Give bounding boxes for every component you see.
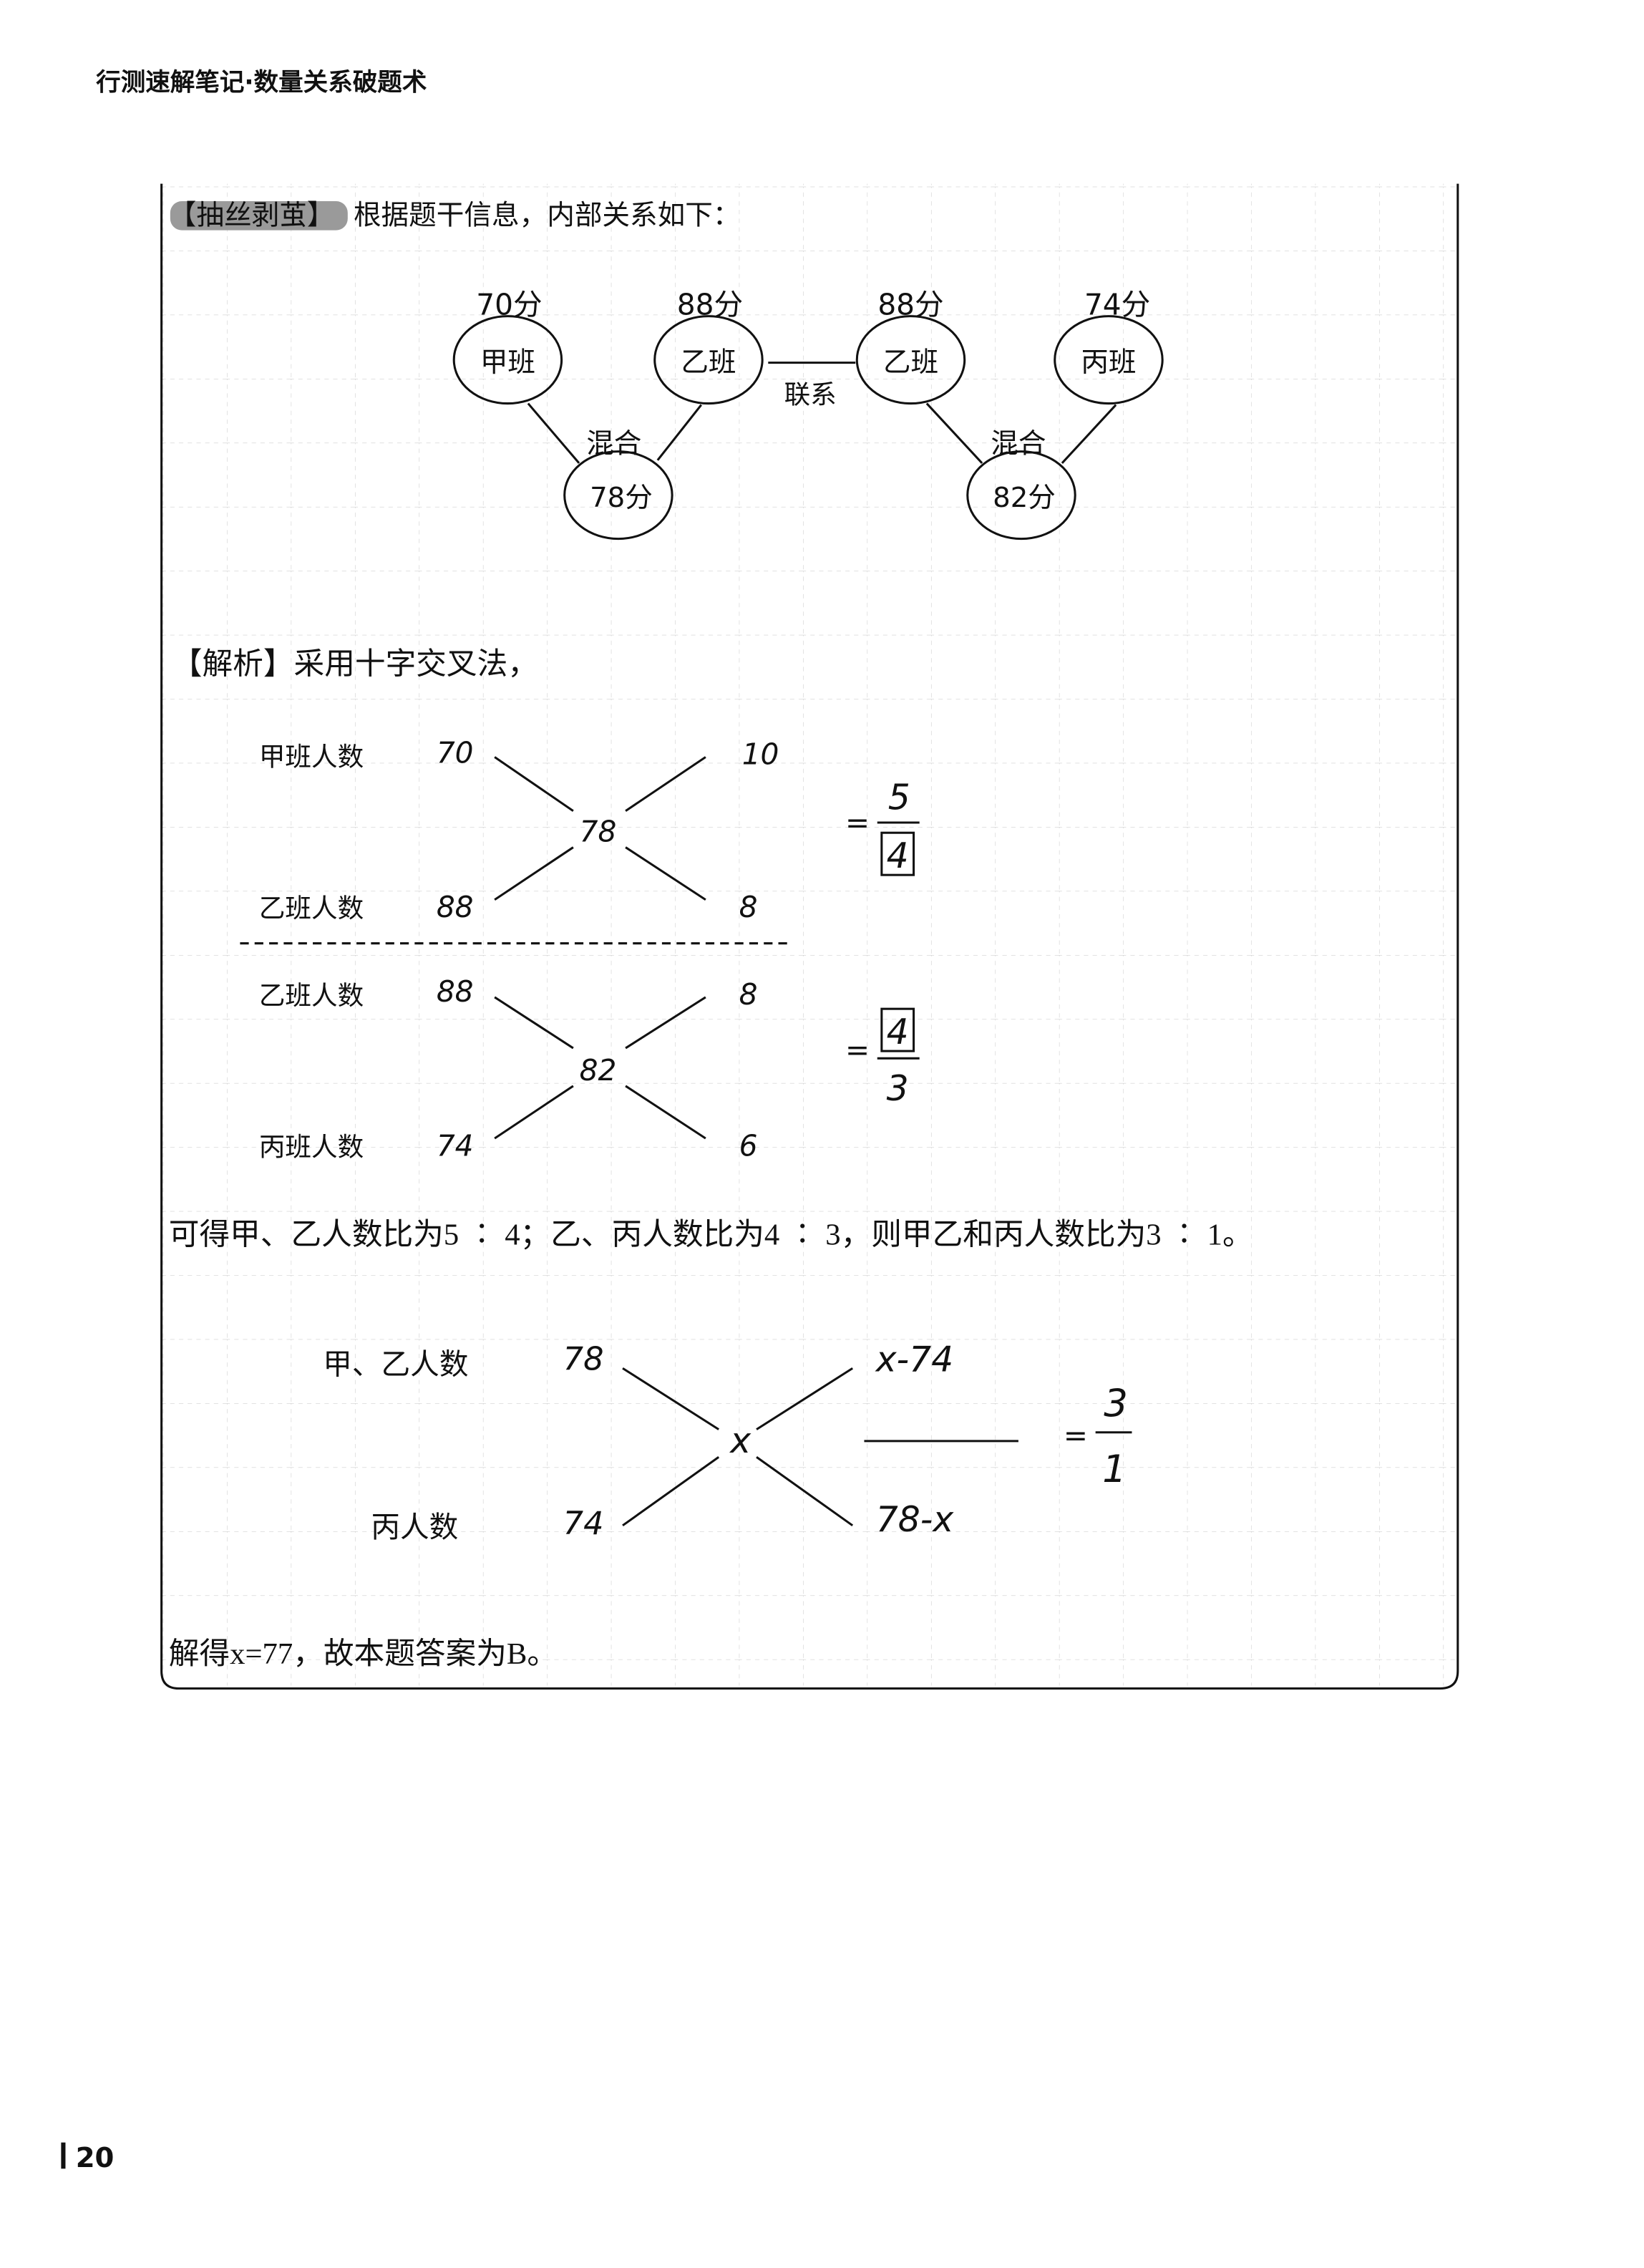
center-variable: x xyxy=(729,1420,752,1461)
equals: = xyxy=(1064,1418,1088,1453)
top-diff: 10 xyxy=(742,737,779,772)
node-label: 丙班 xyxy=(1081,346,1136,379)
link-label: 联系 xyxy=(784,379,837,410)
relation-diagram: 甲班 乙班 乙班 丙班 70分 88分 88分 74分 78分 82分 混合 混… xyxy=(452,288,1164,541)
cross-method-1: 甲班人数 70 乙班人数 88 78 10 8 = 5 4 xyxy=(259,736,920,924)
top-value: 88 xyxy=(437,974,474,1009)
mix-score: 82分 xyxy=(993,482,1056,514)
analysis-heading: 【解析】采用十字交叉法， xyxy=(172,647,538,682)
numerator: 5 xyxy=(888,777,910,818)
bottom-diff: 6 xyxy=(739,1128,758,1163)
denominator: 1 xyxy=(1102,1448,1127,1491)
node-label: 甲班 xyxy=(480,346,535,379)
mix-label: 混合 xyxy=(991,428,1046,460)
numerator: 3 xyxy=(1104,1382,1128,1425)
answer-text: 解得x=77，故本题答案为B。 xyxy=(169,1637,558,1671)
denominator-boxed: 4 xyxy=(887,835,909,876)
top-value: 70 xyxy=(437,736,474,770)
page-number-bar xyxy=(61,2142,66,2169)
top-label: 甲、乙人数 xyxy=(323,1347,468,1381)
top-label: 甲班人数 xyxy=(259,742,364,772)
note-box xyxy=(160,183,1459,1690)
node-score: 70分 xyxy=(476,288,542,322)
top-value: 78 xyxy=(563,1339,604,1377)
node-label: 乙班 xyxy=(681,346,736,379)
bottom-value: 88 xyxy=(437,890,474,924)
intro-text: 根据题干信息，内部关系如下： xyxy=(354,200,741,232)
node-score: 74分 xyxy=(1084,288,1150,322)
denominator: 3 xyxy=(887,1068,909,1109)
equals: = xyxy=(845,805,870,840)
node-score: 88分 xyxy=(877,288,943,322)
bottom-diff: 8 xyxy=(739,890,758,924)
intro-badge: 【抽丝剥茧】 xyxy=(169,200,335,232)
badge-background xyxy=(170,201,348,231)
mix-label: 混合 xyxy=(586,428,641,460)
center-value: 82 xyxy=(580,1053,617,1087)
top-diff: x-74 xyxy=(875,1339,954,1380)
top-label: 乙班人数 xyxy=(259,980,364,1011)
mix-score: 78分 xyxy=(590,482,653,514)
header-title: 行测速解笔记·数量关系破题术 xyxy=(96,69,427,97)
bottom-value: 74 xyxy=(437,1128,474,1163)
node-score: 88分 xyxy=(677,288,743,322)
cross-method-3: 甲、乙人数 78 丙人数 74 x x-74 78-x = 3 1 xyxy=(323,1339,1132,1544)
cross-method-2: 乙班人数 88 丙班人数 74 82 8 6 = 4 3 xyxy=(259,974,920,1163)
page-number: 20 xyxy=(76,2142,115,2174)
center-value: 78 xyxy=(580,814,617,848)
equals: = xyxy=(845,1032,870,1067)
numerator-boxed: 4 xyxy=(887,1012,909,1052)
top-diff: 8 xyxy=(739,977,758,1012)
node-label: 乙班 xyxy=(883,346,938,379)
bottom-diff: 78-x xyxy=(876,1499,955,1540)
bottom-label: 乙班人数 xyxy=(259,893,364,924)
conclusion-text: 可得甲、乙人数比为5 ∶ 4；乙、丙人数比为4 ∶ 3，则甲乙和丙人数比为3 ∶… xyxy=(169,1218,1253,1251)
bottom-label: 丙班人数 xyxy=(259,1131,364,1162)
bottom-label: 丙人数 xyxy=(371,1510,458,1544)
bottom-value: 74 xyxy=(563,1504,604,1542)
